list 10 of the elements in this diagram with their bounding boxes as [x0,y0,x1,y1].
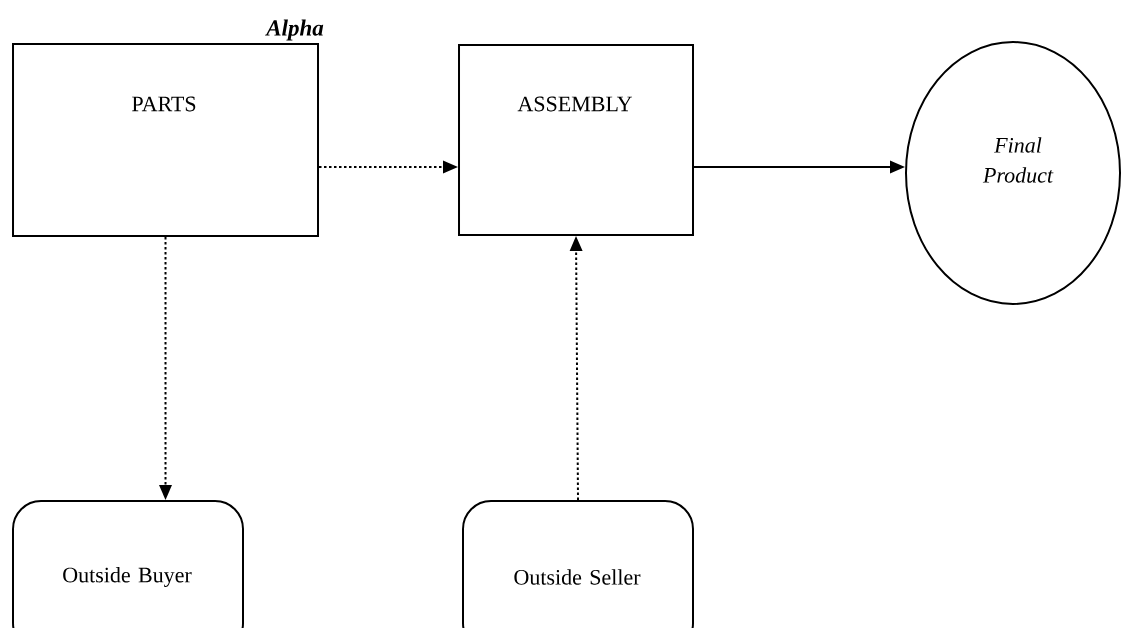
ellipse-node: Final Product [905,41,1121,305]
arrow [569,236,583,501]
title-text: Alpha [265,19,324,41]
rounded-box: Outside Buyer [12,500,244,628]
arrow [159,236,172,500]
process-box: PARTS [12,43,319,237]
rounded-box: Outside Seller [462,500,694,628]
arrow [693,160,905,174]
arrow [318,160,458,174]
process-box: ASSEMBLY [458,44,694,236]
